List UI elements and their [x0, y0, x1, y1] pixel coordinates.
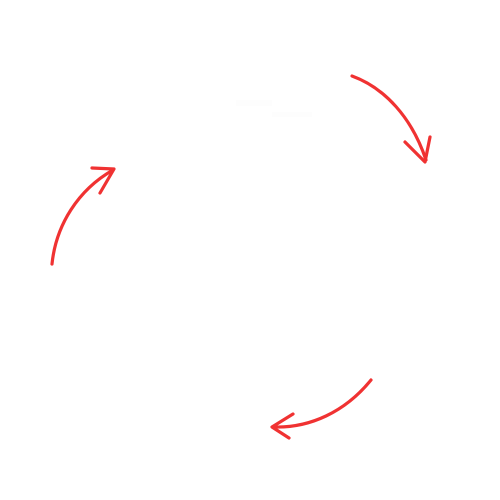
blank-label-top [236, 100, 272, 106]
top-right-arrow [350, 74, 432, 164]
left-arrow [50, 166, 116, 266]
bottom-arrow-head [270, 412, 295, 440]
blank-label-top-2 [272, 112, 312, 117]
bottom-arrow-shaft [272, 378, 373, 429]
bottom-arrow [270, 378, 373, 440]
top-right-arrow-head [403, 135, 432, 164]
left-arrow-shaft [50, 168, 115, 266]
top-right-arrow-shaft [350, 74, 428, 162]
left-arrow-head [90, 166, 116, 195]
